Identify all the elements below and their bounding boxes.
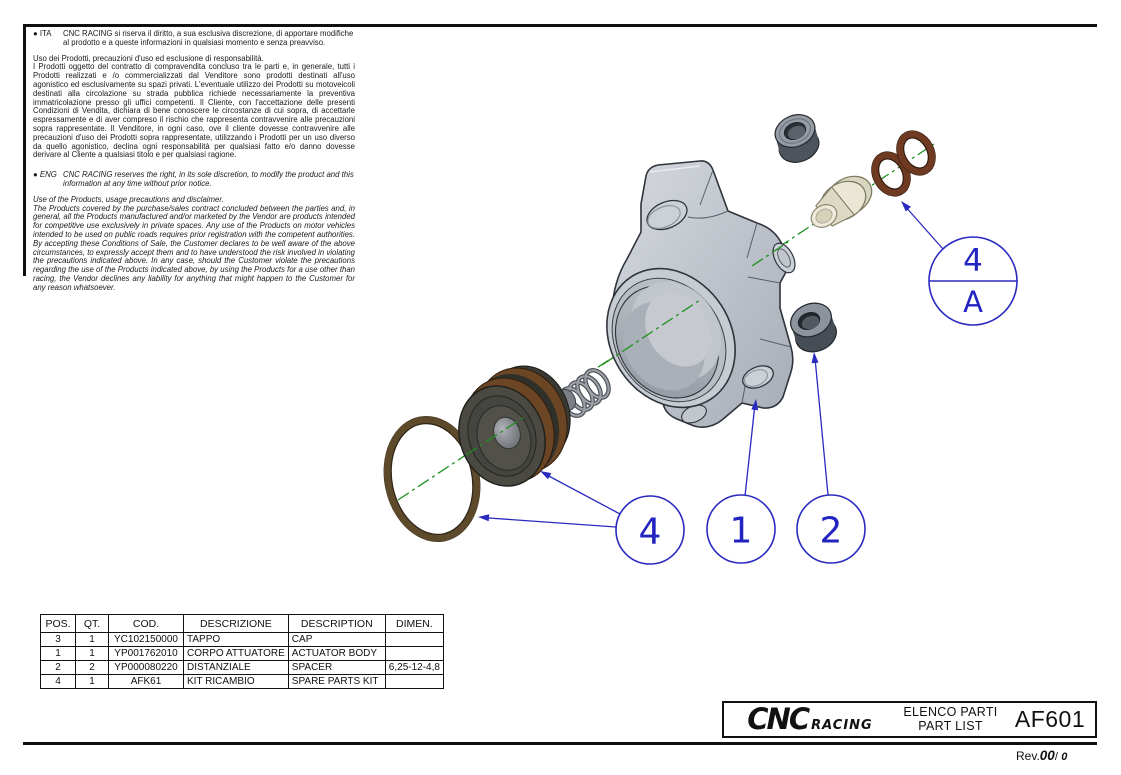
leader-arrowheads — [478, 201, 911, 522]
title-elenco-parti: ELENCO PARTI — [903, 705, 998, 719]
cell-cod: YP000080220 — [108, 660, 184, 675]
cell-dimen — [384, 674, 444, 689]
leader-balloon4-to-oring — [481, 516, 617, 528]
centerline-overlay-boss — [751, 241, 789, 267]
cell-cod: YP001762010 — [108, 646, 184, 661]
balloon-2: 2 — [796, 494, 866, 564]
drawing-code: AF601 — [1014, 706, 1086, 732]
balloon-1-label: 1 — [730, 511, 753, 552]
cell-description: SPARE PARTS KIT — [287, 674, 386, 689]
parts-table: POS. QT. COD. DESCRIZIONE DESCRIPTION DI… — [40, 614, 444, 689]
balloon-4a: 4 A — [928, 236, 1018, 326]
cnc-racing-logo: CNC RACING — [724, 705, 896, 734]
leader-balloon4a-to-orings — [903, 204, 944, 250]
title-block-title: ELENCO PARTI PART LIST — [896, 705, 1005, 733]
balloon-1: 1 — [706, 494, 776, 564]
balloon-4-label: 4 — [639, 512, 662, 553]
actuator-body — [606, 160, 796, 428]
arrowhead-icon — [478, 514, 490, 522]
eng-body: The Products covered by the purchase/sal… — [33, 203, 355, 292]
spacer-bottom — [790, 302, 837, 353]
small-oring-pair — [871, 130, 936, 197]
cell-qt: 1 — [75, 674, 109, 689]
ita-intro-row: ● ITA CNC RACING si riserva il diritto, … — [33, 29, 355, 48]
revision-label: Rev.00/ 0 — [1016, 748, 1068, 763]
cell-pos: 4 — [40, 674, 76, 689]
cell-pos: 2 — [40, 660, 76, 675]
disclaimer-block: ● ITA CNC RACING si riserva il diritto, … — [33, 29, 355, 293]
title-block: CNC RACING ELENCO PARTI PART LIST AF601 — [722, 701, 1097, 738]
table-row: 1 1 YP001762010 CORPO ATTUATORE ACTUATOR… — [40, 646, 444, 661]
centerline-overlay-bore — [601, 299, 701, 366]
eng-intro-text: CNC RACING reserves the right, in its so… — [63, 170, 354, 188]
col-descrizione: DESCRIZIONE — [183, 614, 289, 633]
arrowhead-icon — [901, 201, 911, 212]
spacer-top — [774, 114, 820, 163]
revision-number: 00 — [1039, 748, 1055, 763]
arrowhead-icon — [540, 471, 552, 480]
cell-pos: 3 — [40, 632, 76, 647]
col-cod: COD. — [108, 614, 184, 633]
cell-descrizione: TAPPO — [183, 632, 289, 647]
balloon-2-label: 2 — [820, 511, 843, 552]
bullet-icon: ● — [33, 170, 38, 180]
col-pos: POS. — [40, 614, 76, 633]
cell-description: CAP — [287, 632, 386, 647]
cell-description: ACTUATOR BODY — [287, 646, 386, 661]
logo-cnc-text: CNC — [747, 702, 810, 736]
cell-dimen: 6,25-12-4,8 — [384, 660, 444, 675]
table-row: 3 1 YC102150000 TAPPO CAP — [40, 632, 444, 647]
cell-descrizione: KIT RICAMBIO — [183, 674, 289, 689]
cell-descrizione: CORPO ATTUATORE — [183, 646, 289, 661]
body-bore — [606, 267, 736, 409]
balloon-4: 4 — [615, 495, 685, 565]
col-description: DESCRIPTION — [287, 614, 386, 633]
eng-bullet-tag: ● ENG — [33, 170, 57, 180]
cell-dimen — [384, 646, 444, 661]
logo-racing-text: RACING — [811, 718, 873, 733]
title-part-list: PART LIST — [918, 718, 983, 733]
left-border-line — [23, 24, 26, 276]
cell-qt: 2 — [75, 660, 109, 675]
cap — [810, 175, 873, 228]
leader-balloon1-to-body — [744, 403, 756, 497]
arrowhead-icon — [811, 352, 819, 364]
bottom-rule-line — [23, 742, 1097, 745]
ita-intro-text: CNC RACING si riserva il diritto, a sua … — [63, 29, 354, 47]
leader-balloon4-to-seal — [544, 473, 621, 515]
table-row: 4 1 AFK61 KIT RICAMBIO SPARE PARTS KIT — [40, 674, 444, 689]
col-qt: QT. — [75, 614, 109, 633]
parts-table-header-row: POS. QT. COD. DESCRIZIONE DESCRIPTION DI… — [40, 614, 444, 633]
eng-intro-row: ● ENG CNC RACING reserves the right, in … — [33, 170, 355, 189]
cell-descrizione: DISTANZIALE — [183, 660, 289, 675]
centerline-overlay-piston — [465, 416, 525, 456]
balloon-4a-bottom-label: A — [963, 285, 983, 319]
cell-qt: 1 — [75, 646, 109, 661]
cell-dimen — [384, 632, 444, 647]
top-border-line — [23, 24, 1097, 27]
bullet-icon: ● — [33, 29, 38, 38]
leader-balloon2-to-spacer — [814, 357, 829, 496]
ita-body: I Prodotti oggetto del contratto di comp… — [33, 62, 355, 160]
piston — [458, 365, 571, 487]
leader-lines — [481, 204, 944, 528]
cell-cod: AFK61 — [108, 674, 184, 689]
disclaimer-ita: ● ITA CNC RACING si riserva il diritto, … — [33, 29, 355, 160]
revision-letter: 0 — [1061, 751, 1068, 763]
arrowhead-icon — [751, 399, 759, 411]
body-machined-edges — [687, 169, 792, 404]
col-dimen: DIMEN. — [384, 614, 444, 633]
cell-pos: 1 — [40, 646, 76, 661]
ita-heading: Uso dei Prodotti, precauzioni d'uso ed e… — [33, 53, 264, 63]
table-row: 2 2 YP000080220 DISTANZIALE SPACER 6,25-… — [40, 660, 444, 675]
cell-cod: YC102150000 — [108, 632, 184, 647]
disclaimer-eng: ● ENG CNC RACING reserves the right, in … — [33, 170, 355, 292]
cell-description: SPACER — [287, 660, 386, 675]
ita-bullet-tag: ● ITA — [33, 29, 52, 38]
balloon-4a-top-label: 4 — [963, 243, 983, 279]
cell-qt: 1 — [75, 632, 109, 647]
eng-heading: Use of the Products, usage precautions a… — [33, 194, 224, 204]
